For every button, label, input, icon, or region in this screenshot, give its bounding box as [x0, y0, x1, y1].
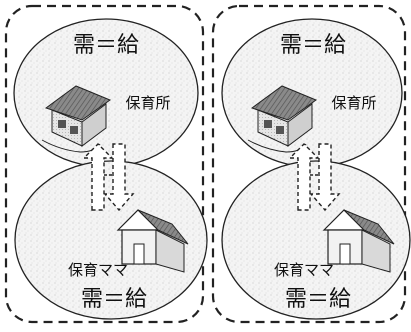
home-label: 保育ママ [274, 261, 334, 279]
panel-right: 需＝給 保育所 保育ママ [211, 4, 411, 324]
top-caption: 需＝給 [73, 33, 139, 58]
home-circle [221, 160, 411, 320]
house-icon [322, 209, 395, 273]
daycare-building-icon [41, 85, 112, 153]
bidirectional-arrows-icon [288, 143, 341, 212]
home-circle [14, 160, 208, 320]
bottom-caption: 需＝給 [285, 287, 351, 312]
bottom-caption: 需＝給 [81, 287, 147, 312]
bidirectional-arrows-icon [82, 143, 135, 212]
panel-right-border [211, 4, 407, 324]
panel-left-border [4, 4, 205, 324]
daycare-building-icon [247, 85, 318, 153]
home-label: 保育ママ [68, 261, 128, 279]
facility-label: 保育所 [331, 94, 376, 112]
house-icon [116, 209, 189, 273]
panel-left: 需＝給 保育所 [4, 4, 208, 324]
top-caption: 需＝給 [280, 33, 346, 58]
facility-label: 保育所 [125, 94, 170, 112]
